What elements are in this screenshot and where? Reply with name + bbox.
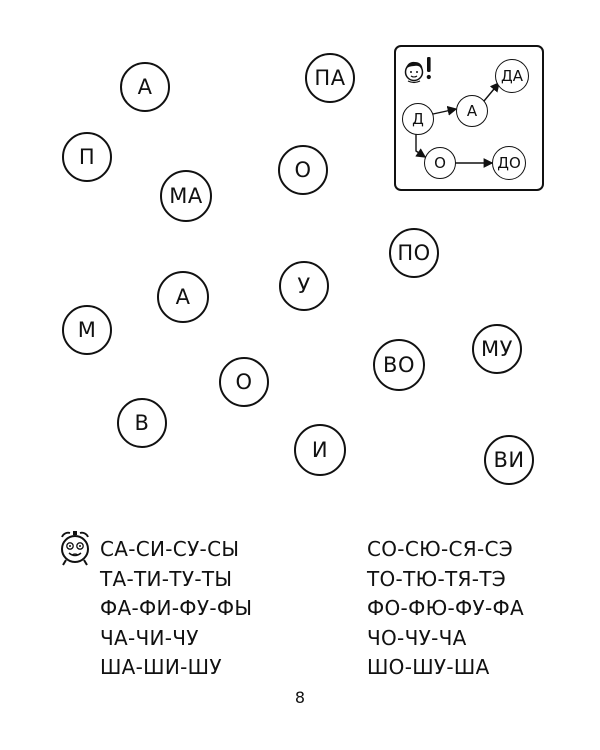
syllable-line: ЧО-ЧУ-ЧА xyxy=(367,625,467,650)
example-node-o: О xyxy=(424,147,456,179)
page-number: 8 xyxy=(294,688,306,707)
syllable-column-left: СА-СИ-СУ-СЫ ТА-ТИ-ТУ-ТЫ ФА-ФИ-ФУ-ФЫ ЧА-Ч… xyxy=(100,535,252,683)
syllable-circle-o: О xyxy=(278,145,328,195)
syllable-line: ШО-ШУ-ША xyxy=(367,655,490,679)
syllable-line: ЧА-ЧИ-ЧУ xyxy=(100,625,199,650)
syllable-line: ФА-ФИ-ФУ-ФЫ xyxy=(100,596,253,620)
syllable-circle-u: У xyxy=(279,261,329,311)
syllable-circle-o: О xyxy=(219,357,269,407)
syllable-circle-ma: МА xyxy=(160,170,212,222)
alarm-clock-icon xyxy=(61,531,89,566)
syllable-circle-po: ПО xyxy=(389,228,439,278)
syllable-line: ФО-ФЮ-ФУ-ФА xyxy=(367,596,525,620)
syllable-line: ТО-ТЮ-ТЯ-ТЭ xyxy=(367,566,507,591)
syllable-column-right: СО-СЮ-СЯ-СЭ ТО-ТЮ-ТЯ-ТЭ ФО-ФЮ-ФУ-ФА ЧО-Ч… xyxy=(367,535,524,683)
syllable-circle-a: А xyxy=(157,271,209,323)
syllable-line: ША-ШИ-ШУ xyxy=(100,655,222,679)
syllable-circle-p: П xyxy=(62,132,112,182)
example-box: Д А ДА О ДО xyxy=(394,45,544,191)
syllable-circle-a: А xyxy=(120,62,170,112)
syllable-circle-v: В xyxy=(117,398,167,448)
example-node-do: ДО xyxy=(492,146,526,180)
child-face-with-exclamation-icon xyxy=(404,57,431,84)
example-node-da: ДА xyxy=(495,59,529,93)
syllable-line: СА-СИ-СУ-СЫ xyxy=(100,537,240,561)
syllable-circle-i: И xyxy=(294,424,346,476)
syllable-circle-vo: ВО xyxy=(373,339,425,391)
syllable-circle-m: М xyxy=(62,305,112,355)
example-node-d: Д xyxy=(402,103,434,135)
syllable-circle-mu: МУ xyxy=(472,324,522,374)
syllable-line: СО-СЮ-СЯ-СЭ xyxy=(367,537,514,561)
syllable-circle-pa: ПА xyxy=(305,53,355,103)
example-node-a: А xyxy=(456,95,488,127)
example-arrows xyxy=(415,81,500,168)
syllable-line: ТА-ТИ-ТУ-ТЫ xyxy=(100,566,233,591)
syllable-circle-vi: ВИ xyxy=(484,435,534,485)
